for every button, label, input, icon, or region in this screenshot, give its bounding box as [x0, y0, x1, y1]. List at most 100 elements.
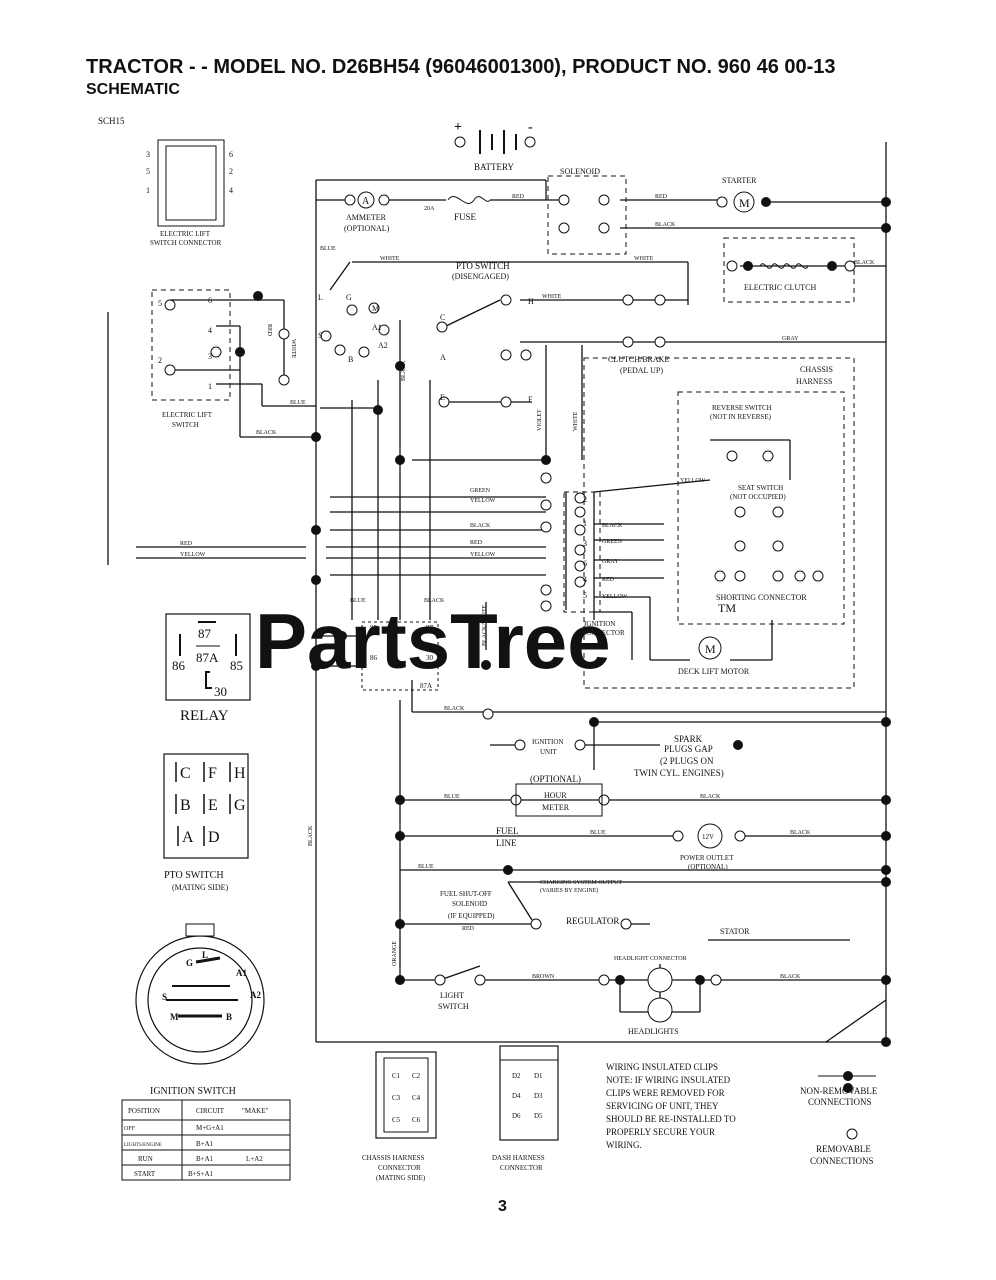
charging-output: CHARGING SYSTEM OUTPUT (VARIES BY ENGINE… — [540, 880, 622, 894]
svg-text:85: 85 — [230, 658, 243, 673]
svg-text:HEADLIGHTS: HEADLIGHTS — [628, 1027, 679, 1036]
svg-text:C4: C4 — [412, 1094, 421, 1102]
svg-text:AMMETER: AMMETER — [346, 213, 387, 222]
svg-text:M: M — [372, 304, 379, 313]
svg-text:WIRING.: WIRING. — [606, 1140, 642, 1150]
svg-text:UNIT: UNIT — [540, 748, 557, 756]
svg-text:D6: D6 — [512, 1112, 521, 1120]
battery-plus: + — [454, 120, 462, 135]
svg-text:B+A1: B+A1 — [196, 1140, 214, 1148]
svg-text:IGNITION SWITCH: IGNITION SWITCH — [150, 1086, 236, 1097]
svg-text:GREEN: GREEN — [470, 488, 491, 494]
svg-text:A1: A1 — [372, 323, 382, 332]
svg-text:E: E — [208, 797, 218, 814]
ignition-connector-label: IGNITION — [584, 620, 616, 628]
svg-text:RED: RED — [512, 194, 525, 200]
svg-text:B: B — [348, 355, 353, 364]
svg-text:POWER OUTLET: POWER OUTLET — [680, 854, 734, 862]
svg-text:BLUE: BLUE — [590, 830, 606, 836]
svg-text:SWITCH CONNECTOR: SWITCH CONNECTOR — [150, 239, 222, 247]
svg-text:87: 87 — [426, 624, 434, 632]
svg-text:6: 6 — [208, 296, 212, 305]
svg-text:M: M — [739, 196, 750, 210]
svg-text:C: C — [180, 765, 191, 782]
svg-text:1: 1 — [583, 519, 587, 528]
relay-contacts: 85 86 87 87A 30 — [361, 621, 439, 691]
svg-text:C6: C6 — [412, 1116, 421, 1124]
dash-harness-connector: D2 D1 D4 D3 D6 D5 DASH HARNESS CONNECTOR — [492, 1045, 559, 1172]
svg-text:(NOT IN REVERSE): (NOT IN REVERSE) — [710, 413, 772, 421]
svg-text:RED: RED — [462, 926, 475, 932]
svg-text:RUN: RUN — [138, 1155, 153, 1163]
svg-text:2: 2 — [158, 356, 162, 365]
svg-text:SERVICING OF UNIT, THEY: SERVICING OF UNIT, THEY — [606, 1101, 719, 1111]
svg-text:CONNECTOR: CONNECTOR — [500, 1164, 543, 1172]
battery-minus: - — [528, 120, 533, 135]
headlight-connector-label: HEADLIGHT CONNECTOR — [614, 956, 687, 962]
svg-text:ELECTRIC LIFT: ELECTRIC LIFT — [160, 230, 211, 238]
svg-text:5: 5 — [158, 299, 162, 308]
svg-text:M+G+A1: M+G+A1 — [196, 1124, 224, 1132]
svg-text:LINE: LINE — [496, 838, 517, 848]
svg-text:3: 3 — [146, 150, 150, 159]
svg-text:S: S — [318, 331, 322, 340]
svg-text:A: A — [440, 353, 446, 362]
svg-text:BLUE: BLUE — [290, 400, 306, 406]
svg-text:BLUE: BLUE — [444, 794, 460, 800]
svg-text:H: H — [234, 765, 246, 782]
svg-text:6: 6 — [229, 150, 233, 159]
svg-text:RED: RED — [655, 194, 668, 200]
clutch-brake-label: CLUTCH/BRAKE — [608, 355, 669, 364]
svg-text:(OPTIONAL): (OPTIONAL) — [530, 774, 581, 784]
svg-text:METER: METER — [542, 803, 570, 812]
svg-text:VIOLET: VIOLET — [537, 409, 543, 431]
svg-text:D2: D2 — [512, 1072, 521, 1080]
svg-text:BLACK/WHITE: BLACK/WHITE — [482, 604, 488, 646]
svg-text:STARTER: STARTER — [722, 176, 757, 185]
svg-text:5: 5 — [583, 591, 587, 600]
svg-text:4: 4 — [229, 186, 233, 195]
svg-text:RED: RED — [602, 577, 615, 583]
svg-text:BLACK: BLACK — [470, 523, 491, 529]
relay-label: RELAY — [180, 708, 229, 724]
svg-text:FUEL: FUEL — [496, 826, 519, 836]
svg-text:PTO SWITCH: PTO SWITCH — [164, 870, 224, 881]
svg-text:DASH HARNESS: DASH HARNESS — [492, 1154, 545, 1162]
page-number: 3 — [498, 1198, 507, 1215]
svg-text:POSITION: POSITION — [128, 1107, 160, 1115]
svg-text:SWITCH: SWITCH — [438, 1002, 469, 1011]
svg-text:L: L — [202, 950, 208, 960]
electric-clutch-label: ELECTRIC CLUTCH — [744, 283, 816, 292]
svg-text:FUEL SHUT-OFF: FUEL SHUT-OFF — [440, 890, 492, 898]
svg-text:D5: D5 — [534, 1112, 543, 1120]
svg-text:PROPERLY SECURE YOUR: PROPERLY SECURE YOUR — [606, 1127, 715, 1137]
svg-text:SOLENOID: SOLENOID — [452, 900, 487, 908]
svg-text:BLACK: BLACK — [308, 825, 314, 846]
svg-text:86: 86 — [172, 658, 186, 673]
svg-text:4: 4 — [208, 326, 212, 335]
svg-text:GRAY: GRAY — [602, 559, 619, 565]
starter: M STARTER — [722, 176, 757, 213]
solenoid-label: SOLENOID — [560, 167, 600, 176]
non-removable-dots — [235, 197, 891, 1093]
svg-text:WHITE: WHITE — [634, 256, 654, 262]
svg-text:20A: 20A — [424, 206, 435, 212]
page-subtitle: SCHEMATIC — [86, 81, 180, 98]
svg-text:BLACK: BLACK — [602, 523, 623, 529]
svg-text:BLACK: BLACK — [401, 360, 407, 381]
relay-box: 87 87A 86 85 30 RELAY — [165, 613, 251, 724]
svg-text:ELECTRIC LIFT: ELECTRIC LIFT — [162, 411, 213, 419]
svg-text:A1: A1 — [236, 968, 247, 978]
svg-text:12V: 12V — [702, 833, 714, 841]
shorting-connector-label: SHORTING CONNECTOR — [716, 593, 807, 602]
ignition-unit: IGNITION UNIT — [532, 738, 564, 756]
svg-text:30: 30 — [214, 684, 227, 699]
svg-text:WHITE: WHITE — [542, 294, 562, 300]
watermark-text: PartsTree — [255, 597, 611, 685]
chassis-harness-label: CHASSIS — [800, 365, 833, 374]
svg-text:87A: 87A — [420, 682, 432, 690]
svg-text:CHASSIS HARNESS: CHASSIS HARNESS — [362, 1154, 425, 1162]
dashed-enclosures — [151, 175, 855, 689]
svg-text:G: G — [346, 293, 352, 302]
watermark-tm: TM — [718, 601, 736, 615]
